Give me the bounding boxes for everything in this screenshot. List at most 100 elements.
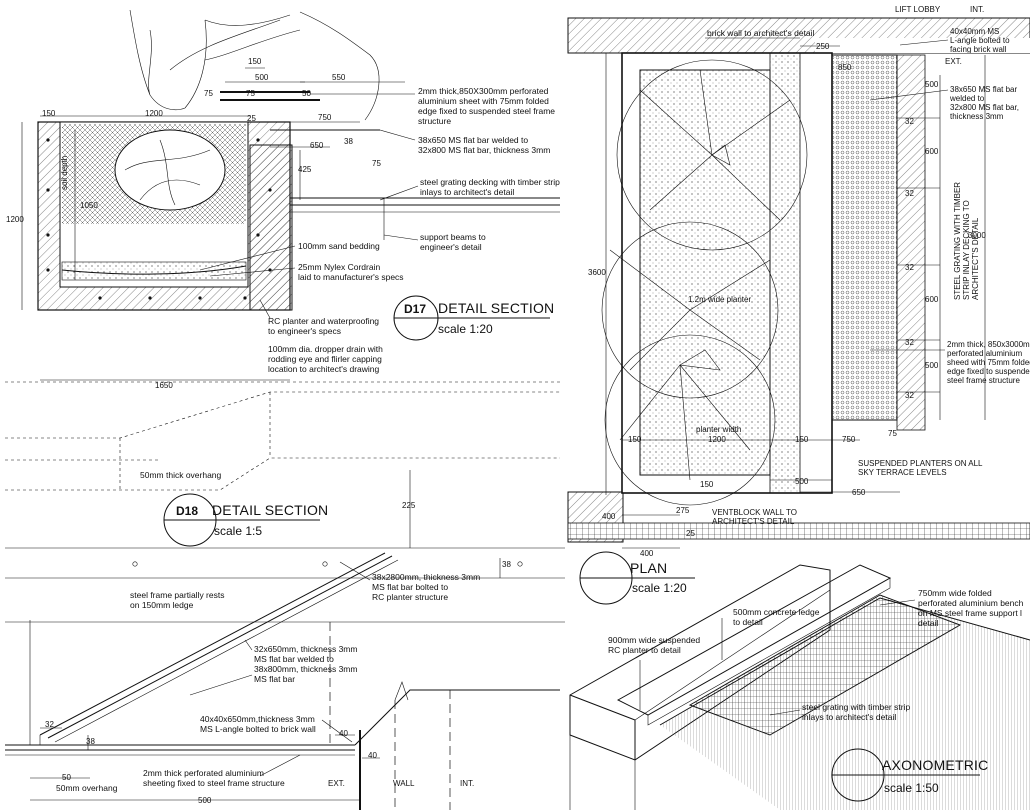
note-l-angle-plan: 40x40mm MS L-angle bolted to facing bric…: [950, 27, 1012, 54]
note-dropper: 100mm dia. dropper drain with rodding ey…: [268, 344, 385, 374]
note-overhang-50mm: 50mm thick overhang: [140, 470, 222, 480]
plan-dim-650: 650: [852, 488, 866, 497]
dim-1650: 1650: [155, 381, 173, 390]
dim-150-top: 150: [248, 57, 262, 66]
dim-150-b: 150: [42, 109, 56, 118]
cordrain-line: [61, 265, 247, 275]
dim-750: 750: [318, 113, 332, 122]
sand-bedding: [61, 261, 247, 281]
d18-title: DETAIL SECTION: [212, 502, 328, 518]
note-bench: 750mm wide folded perforated aluminium b…: [918, 588, 1026, 628]
brick-wall-gap: [815, 38, 1030, 53]
note-l-angle: 40x40x650mm,thickness 3mm MS L-angle bol…: [200, 714, 317, 734]
plan-dim-150-b: 150: [795, 435, 809, 444]
plan-dim-850: 850: [838, 63, 852, 72]
dim-75-a: 75: [204, 89, 213, 98]
dim-1200-h: 1200: [145, 109, 163, 118]
d18-dimensions: [30, 470, 501, 801]
note-frame-rests: steel frame partially rests on 150mm led…: [130, 590, 227, 610]
overhang-label: 50mm overhang: [56, 783, 118, 793]
planter-width-label: planter width: [696, 425, 741, 434]
plan-dim-750: 750: [842, 435, 856, 444]
d17-scale: scale 1:20: [438, 322, 493, 336]
note-support-beams: support beams to engineer's detail: [420, 232, 488, 252]
plan-dim-32-d: 32: [905, 338, 914, 347]
dim-32: 32: [45, 720, 54, 729]
dim-25: 25: [247, 114, 256, 123]
note-grating: steel grating decking with timber strip …: [420, 177, 562, 197]
dim-500: 500: [255, 73, 269, 82]
axo-legs: [569, 735, 636, 810]
plan-dim-32-a: 32: [905, 117, 914, 126]
plan-dim-500-c: 500: [795, 477, 809, 486]
dim-40-a: 40: [339, 729, 348, 738]
plan-dim-500-b: 500: [925, 361, 939, 370]
note-ext-plan: EXT.: [945, 57, 962, 66]
plan-dimensions: [605, 45, 986, 549]
tree-sketch: [129, 9, 301, 111]
lift-lobby-label: LIFT LOBBY: [895, 5, 941, 14]
dim-1200-v: 1200: [6, 215, 24, 224]
axo-planter-edge: [569, 694, 636, 760]
plan-leaders: [705, 37, 949, 351]
plan-dim-250: 250: [816, 42, 830, 51]
axo-bench-surface: [660, 598, 1030, 810]
plan-dim-32-b: 32: [905, 189, 914, 198]
d18-frame: [5, 552, 560, 810]
plan-perforated-bench: [831, 54, 898, 421]
plan-dim-3600: 3600: [588, 268, 606, 277]
boulder-texture: [124, 139, 211, 206]
note-cordrain: 25mm Nylex Cordrain laid to manufacturer…: [298, 262, 404, 282]
plan-dim-3000: 3000: [968, 231, 986, 240]
plan-dim-1200: 1200: [708, 435, 726, 444]
wall-section: [249, 144, 293, 311]
axo-scale: scale 1:50: [884, 781, 939, 795]
header: LIFT LOBBY INT.: [895, 5, 984, 14]
plan-dim-400-b: 400: [640, 549, 654, 558]
d18-tag: D18: [176, 504, 198, 518]
note-suspended: SUSPENDED PLANTERS ON ALL SKY TERRACE LE…: [858, 459, 984, 477]
note-flat-bar: 38x650 MS flat bar welded to 32x800 MS f…: [418, 135, 550, 155]
plan-scale: scale 1:20: [632, 581, 687, 595]
plan-view: 250 850 500 32 600 32 3000 32 600 32 500…: [567, 17, 1030, 605]
dim-75-b: 75: [246, 89, 255, 98]
note-flat-bar-plan: 38x650 MS flat bar welded to 32x800 MS f…: [949, 85, 1021, 121]
soil-depth-label: soil depth: [60, 156, 69, 190]
note-rc-planter: RC planter and waterproofing to engineer…: [268, 316, 381, 336]
d18-detail-section: 50mm thick overhang: [5, 381, 565, 810]
axo-bench-edge: [659, 597, 1030, 726]
ventblock-wall: [567, 522, 1030, 540]
plan-dim-275: 275: [676, 506, 690, 515]
note-flat-38: 38x2800mm, thickness 3mm MS flat bar bol…: [372, 572, 483, 602]
d17-leaders: [199, 93, 419, 319]
dim-425: 425: [298, 165, 312, 174]
planter-label: 1.2m wide planter: [688, 295, 751, 304]
note-grating-axo: steel grating with timber strip inlays t…: [802, 702, 913, 722]
plan-dim-150-a: 150: [628, 435, 642, 444]
dim-50: 50: [302, 89, 311, 98]
dim-38-top: 38: [502, 560, 511, 569]
note-ventblock: VENTBLOCK WALL TO ARCHITECT'S DETAIL: [712, 508, 799, 526]
d17-detail-section: 150 500 550 75 75 50 1200 150 25 750 650…: [6, 9, 562, 390]
plan-dim-600-a: 600: [925, 147, 939, 156]
note-planter-axo: 900mm wide suspended RC planter to detai…: [608, 635, 703, 655]
dim-650: 650: [310, 141, 324, 150]
plan-dim-150-c: 150: [700, 480, 714, 489]
dim-40-b: 40: [368, 751, 377, 760]
d18-leaders: [189, 561, 371, 777]
plan-planter-soil: [639, 69, 771, 476]
plan-dim-600-b: 600: [925, 295, 939, 304]
axonometric-view: 750mm wide folded perforated aluminium b…: [569, 564, 1030, 810]
plan-dim-400-a: 400: [602, 512, 616, 521]
note-sand: 100mm sand bedding: [298, 241, 380, 251]
axo-title: AXONOMETRIC: [882, 757, 988, 773]
zone-wall: WALL: [393, 779, 415, 788]
note-flat-32: 32x650mm, thickness 3mm MS flat bar weld…: [254, 644, 360, 684]
branch-sketch: [299, 11, 380, 121]
dim-225: 225: [402, 501, 416, 510]
dim-38-bottom: 38: [86, 737, 95, 746]
axo-leaders: [639, 599, 916, 716]
plan-dim-32-c: 32: [905, 263, 914, 272]
dim-75-c: 75: [372, 159, 381, 168]
d17-dimensions: [21, 67, 405, 381]
